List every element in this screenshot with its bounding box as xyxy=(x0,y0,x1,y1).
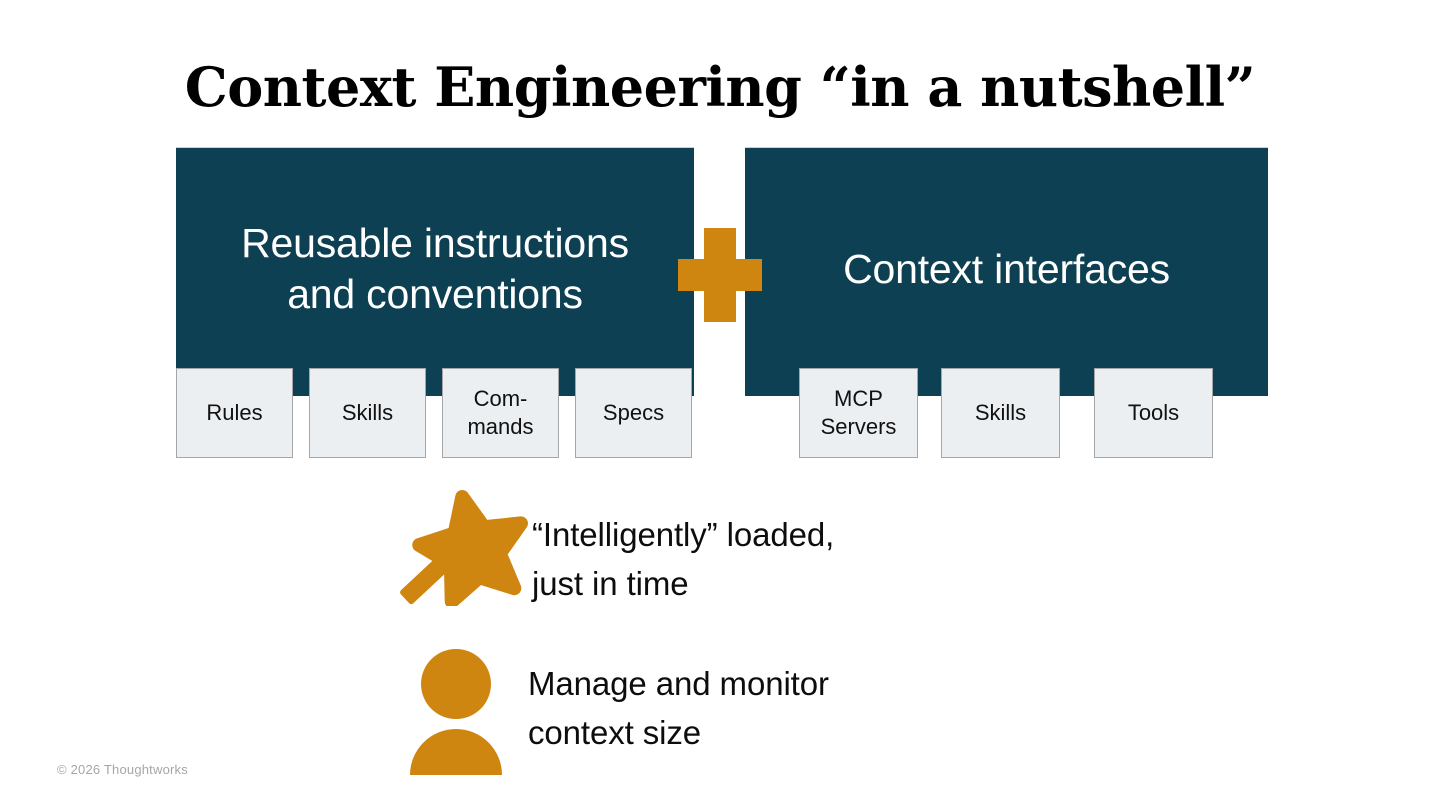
plus-icon xyxy=(678,228,762,322)
chip-label: Skills xyxy=(341,400,394,425)
chip-mcp-servers[interactable]: MCP Servers xyxy=(799,368,918,458)
chip-commands[interactable]: Com- mands xyxy=(442,368,559,458)
chip-label: Tools xyxy=(1127,400,1180,425)
panel-label-context-interfaces: Context interfaces xyxy=(843,246,1170,292)
panel-context-interfaces: Context interfaces xyxy=(745,147,1268,396)
chip-tools[interactable]: Tools xyxy=(1094,368,1213,458)
chip-label: Specs xyxy=(602,400,665,425)
chip-label: Skills xyxy=(974,400,1027,425)
panel-label-reusable-instructions: Reusable instructions and conventions xyxy=(241,220,629,317)
chip-label: Rules xyxy=(206,400,263,425)
chip-specs[interactable]: Specs xyxy=(575,368,692,458)
page-title: Context Engineering “in a nutshell” xyxy=(184,55,1256,119)
chip-skills-left[interactable]: Skills xyxy=(309,368,426,458)
magic-wand-icon xyxy=(400,488,532,609)
chip-rules[interactable]: Rules xyxy=(176,368,293,458)
bullet-text-manage-context-size: Manage and monitor context size xyxy=(528,665,829,751)
chip-label: MCP Servers xyxy=(820,386,897,439)
plus-icon-vertical-bar xyxy=(704,228,736,322)
panel-reusable-instructions: Reusable instructions and conventions xyxy=(176,147,694,396)
bullet-text-intelligently-loaded: “Intelligently” loaded, just in time xyxy=(532,516,835,602)
footer-copyright: © 2026 Thoughtworks xyxy=(57,762,188,777)
person-icon xyxy=(408,645,528,775)
bullet-manage-context-size: Manage and monitor context size xyxy=(408,645,829,775)
chip-skills-right[interactable]: Skills xyxy=(941,368,1060,458)
bullet-intelligently-loaded: “Intelligently” loaded, just in time xyxy=(400,488,835,609)
chip-label: Com- mands xyxy=(467,386,534,439)
